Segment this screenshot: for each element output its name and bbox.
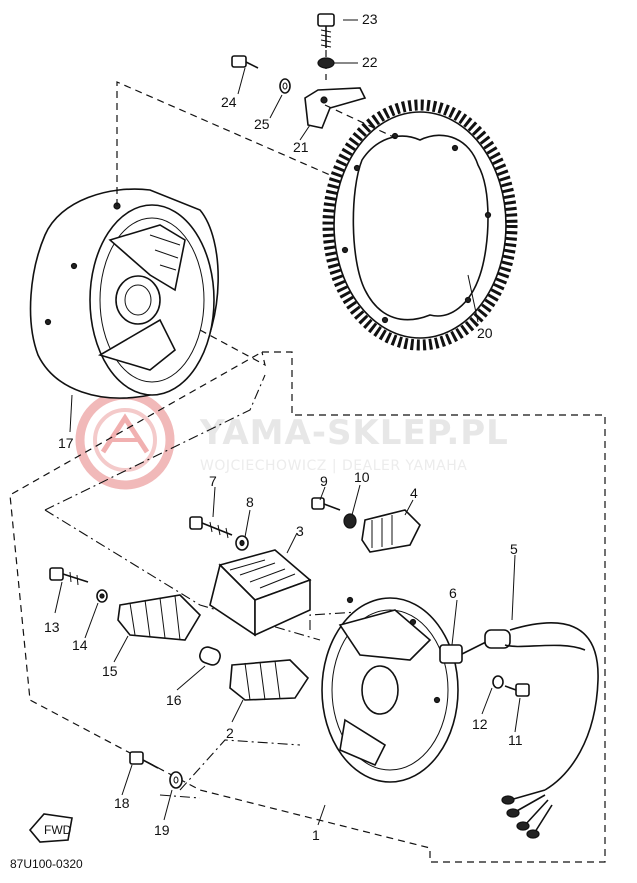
washer-25 — [279, 78, 291, 94]
guide-line — [324, 104, 401, 141]
screw-9 — [311, 497, 341, 511]
callout-6: 6 — [449, 585, 457, 601]
callout-2: 2 — [226, 725, 234, 741]
bolt-23 — [317, 13, 335, 48]
washer-10 — [343, 513, 357, 529]
starter-ring-gear — [322, 99, 518, 351]
assembly-boundary-line — [9, 351, 606, 863]
leader-lines — [54, 19, 521, 826]
callout-25: 25 — [254, 116, 270, 132]
coil-15 — [117, 594, 202, 641]
lead-wire-5 — [484, 622, 599, 839]
screw-18 — [129, 751, 159, 769]
coil-4 — [361, 509, 421, 553]
screw-13 — [49, 567, 89, 586]
callout-3: 3 — [296, 523, 304, 539]
callout-1: 1 — [312, 827, 320, 843]
coil-2 — [229, 659, 310, 701]
watermark-brand: YAMA-SKLEP.PL — [199, 413, 509, 453]
fwd-arrow-icon: FWD — [28, 813, 73, 843]
flywheel-rotor — [29, 188, 219, 399]
callout-8: 8 — [246, 494, 254, 510]
callout-16: 16 — [166, 692, 182, 708]
watermark-tagline: WOJCIECHOWICZ | DEALER YAMAHA — [200, 458, 467, 474]
watermark: YAMA-SKLEP.PL WOJCIECHOWICZ | DEALER YAM… — [75, 390, 509, 490]
callout-7: 7 — [209, 473, 217, 489]
callout-11: 11 — [508, 732, 523, 748]
callout-23: 23 — [362, 11, 378, 27]
washer-14 — [96, 589, 108, 603]
guide-line — [116, 81, 331, 206]
fwd-label: FWD — [44, 823, 72, 837]
callout-4: 4 — [410, 485, 418, 501]
callout-12: 12 — [472, 716, 488, 732]
washer-12 — [492, 675, 504, 689]
callout-9: 9 — [320, 473, 328, 489]
collar-16 — [199, 646, 221, 666]
washer-22 — [317, 57, 335, 69]
callout-13: 13 — [44, 619, 60, 635]
callout-17: 17 — [58, 435, 74, 451]
callout-15: 15 — [102, 663, 118, 679]
screw-11 — [504, 683, 530, 697]
washer-8 — [235, 535, 249, 551]
screw-7 — [189, 516, 233, 539]
bolt-24 — [231, 55, 259, 69]
source-coil-3 — [209, 549, 312, 637]
callout-20: 20 — [477, 325, 493, 341]
callout-21: 21 — [293, 139, 309, 155]
callout-5: 5 — [510, 541, 518, 557]
callout-19: 19 — [154, 822, 170, 838]
guide-line — [44, 374, 266, 511]
guide-line — [159, 794, 201, 799]
callout-24: 24 — [221, 94, 237, 110]
stator-base-plate — [321, 596, 459, 783]
drawing-code: 87U100-0320 — [10, 857, 83, 871]
callout-22: 22 — [362, 54, 378, 70]
callout-labels: 23 22 24 25 21 20 17 7 8 9 10 4 3 5 6 13… — [44, 11, 523, 843]
guide-line — [44, 509, 321, 641]
bracket-21 — [304, 87, 367, 129]
callout-14: 14 — [72, 637, 88, 653]
guide-line — [179, 739, 301, 791]
guide-line — [199, 329, 266, 367]
callout-18: 18 — [114, 795, 130, 811]
callout-10: 10 — [354, 469, 370, 485]
washer-19 — [169, 771, 183, 789]
